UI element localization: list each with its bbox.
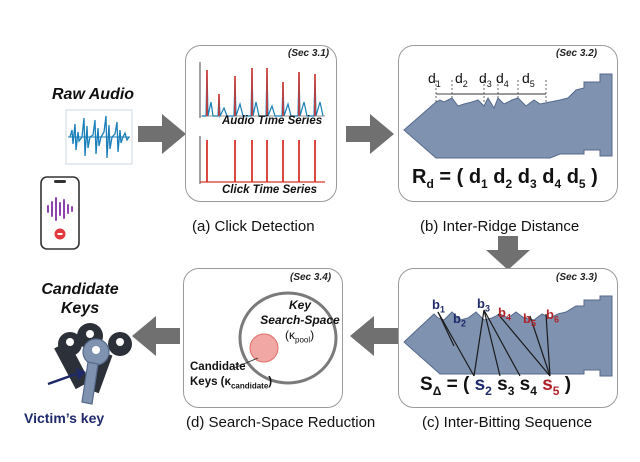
bitting-label-5: b5 [523, 311, 536, 329]
panel-click-detection [185, 45, 337, 202]
raw-audio-label: Raw Audio [52, 86, 135, 103]
distance-label-5: d5 [522, 70, 535, 89]
bitting-label-3: b3 [477, 296, 490, 314]
bitting-label-2: b2 [453, 311, 466, 329]
formula-rd: Rd = ( d1 d2 d3 d4 d5 ) [412, 166, 598, 191]
candidate-keys-title: Candidate Keys [41, 281, 119, 317]
distance-label-4: d4 [496, 70, 509, 89]
arrow-reduction-to-keys [132, 316, 180, 356]
distance-label-3: d3 [479, 70, 492, 89]
section-ref-b: (Sec 3.2) [556, 48, 598, 59]
section-ref-c: (Sec 3.3) [556, 272, 598, 283]
waveform-image [65, 109, 133, 165]
click-time-series-plot [199, 136, 325, 184]
arrow-detection-to-ridge [346, 114, 394, 154]
victim-key-label: Victim’s key [24, 410, 105, 426]
phone-icon [40, 176, 80, 250]
distance-label-2: d2 [455, 70, 468, 89]
bitting-label-1: b1 [432, 297, 445, 315]
candidate-keys-set-label: Candidate Keys (κcandidate) [190, 361, 273, 391]
distance-label-1: d1 [428, 70, 441, 89]
arrow-audio-to-detection [138, 114, 186, 154]
kappa-pool: (κpool) [285, 328, 315, 345]
audio-time-series-plot [199, 62, 325, 119]
key-search-space-title: Key Search-Space [260, 298, 340, 327]
caption-b: (b) Inter-Ridge Distance [420, 218, 580, 235]
keys-bunch-icon [47, 323, 132, 405]
search-space-venn [233, 291, 338, 385]
section-ref-a: (Sec 3.1) [288, 48, 330, 59]
click-time-series-label: Click Time Series [222, 184, 318, 196]
key-blade-c [403, 295, 613, 377]
section-ref-d: (Sec 3.4) [290, 272, 332, 283]
arrow-bitting-to-reduction [350, 316, 398, 356]
caption-c: (c) Inter-Bitting Sequence [422, 414, 593, 431]
formula-s-delta: SΔ = ( s2 s3 s4 s5 ) [420, 374, 572, 398]
arrow-ridge-to-bitting [486, 236, 530, 270]
caption-a: (a) Click Detection [192, 218, 315, 235]
key-blade-b [403, 73, 613, 159]
caption-d: (d) Search-Space Reduction [186, 414, 376, 431]
bitting-label-4: b4 [498, 305, 511, 323]
bitting-label-6: b6 [546, 307, 559, 325]
audio-time-series-label: Audio Time Series [222, 115, 323, 127]
